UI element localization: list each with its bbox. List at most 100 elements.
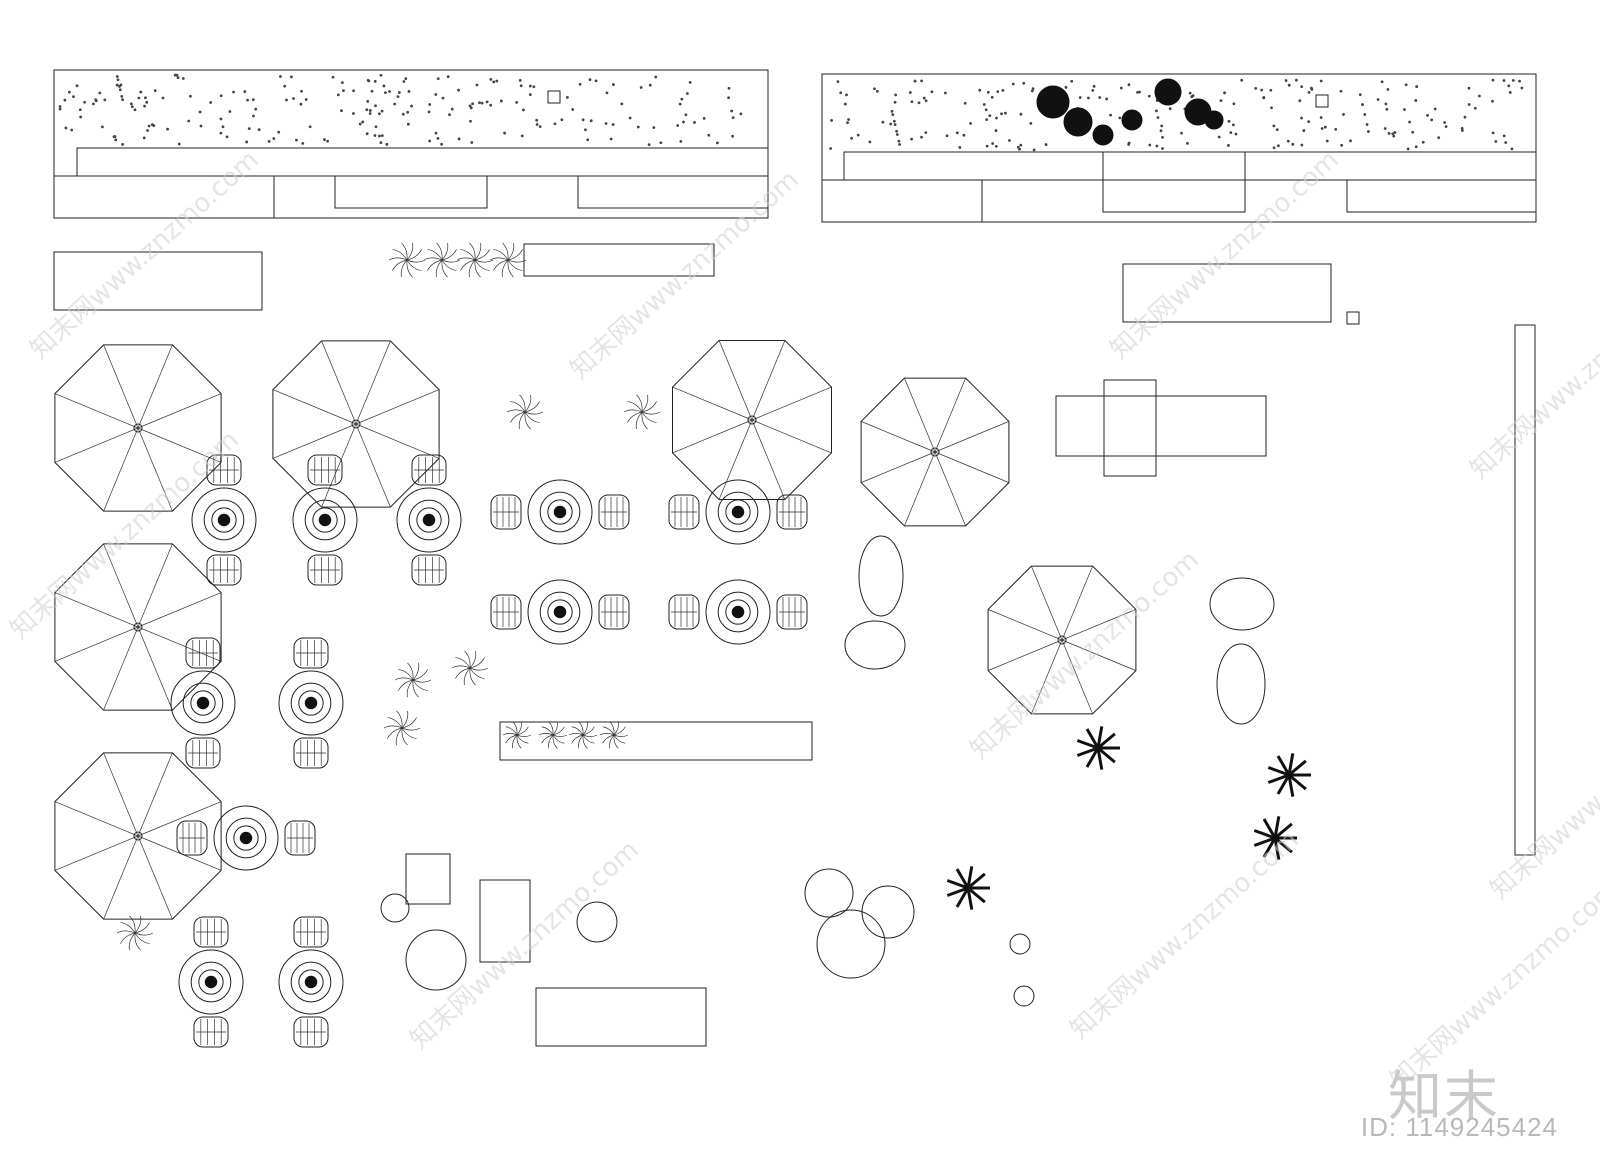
gravel-dot [1391, 132, 1395, 136]
gravel-dot [1349, 139, 1352, 143]
gravel-dot [1001, 89, 1005, 92]
small-square [1346, 311, 1360, 325]
gravel-dot [1323, 125, 1327, 129]
gravel-dot [588, 78, 592, 82]
gravel-dot [290, 75, 293, 79]
gravel-dot [1491, 131, 1495, 135]
gravel-dot [560, 118, 564, 122]
potted-plant-icon [502, 721, 532, 749]
gravel-dot [119, 83, 123, 87]
lounge-chair-icon [176, 820, 208, 856]
long-table-bench [1103, 379, 1157, 477]
gravel-dot [1018, 147, 1021, 151]
gravel-dot [101, 125, 104, 129]
potted-plant-icon [538, 721, 568, 749]
gravel-dot [1298, 99, 1302, 103]
gravel-dot [1491, 99, 1494, 103]
gravel-dot [1087, 96, 1090, 100]
potted-plant-icon [116, 915, 154, 951]
gravel-dot [361, 120, 365, 124]
lounge-chair-icon [206, 554, 242, 586]
gravel-dot [441, 96, 445, 100]
gravel-dot [893, 100, 897, 104]
umbrella-icon [54, 752, 222, 920]
gravel-dot [1232, 102, 1236, 106]
gravel-dot [984, 108, 988, 112]
gravel-dot [1408, 120, 1411, 124]
gravel-dot [532, 85, 536, 89]
gravel-dot [166, 127, 169, 131]
gravel-dot [652, 126, 656, 129]
gravel-dot [181, 77, 185, 80]
stepping-stone [1209, 577, 1275, 631]
potted-plant-icon [506, 394, 544, 430]
gravel-dot [144, 96, 147, 100]
gravel-dot [121, 142, 125, 146]
gravel-dot [225, 135, 229, 139]
gravel-dot [962, 133, 966, 137]
gravel-dot [685, 92, 689, 95]
gravel-dot [693, 121, 696, 124]
gravel-dot [1272, 124, 1276, 128]
gravel-dot [161, 96, 165, 100]
gravel-dot [1507, 84, 1511, 88]
gravel-dot [150, 123, 154, 127]
gravel-dot [891, 113, 895, 117]
gravel-dot [1300, 116, 1303, 120]
sunbed [479, 879, 531, 963]
gravel-dot [1070, 79, 1074, 83]
gravel-dot [715, 141, 719, 145]
watermark-text: 知末网www.znzmo.com [5, 425, 245, 645]
gravel-dot [1011, 82, 1015, 86]
bench-block [821, 179, 983, 223]
gravel-dot [1147, 94, 1151, 98]
round-stool [405, 929, 467, 991]
gravel-dot [1161, 135, 1164, 139]
gravel-dot [1426, 113, 1429, 117]
gravel-dot [370, 89, 374, 93]
gravel-dot [528, 93, 532, 97]
planter-box [523, 243, 715, 277]
gravel-dot [471, 102, 474, 106]
gravel-dot [727, 96, 731, 100]
gravel-dot [434, 93, 438, 96]
gravel-dot [72, 95, 75, 99]
potted-plant-icon [388, 242, 426, 278]
gravel-dot [897, 139, 901, 143]
gravel-dot [1286, 139, 1290, 143]
lounge-chair-icon [307, 554, 343, 586]
gravel-dot [881, 120, 885, 124]
gravel-dot [535, 123, 539, 126]
gravel-dot [730, 109, 734, 113]
gravel-dot [457, 137, 461, 141]
small-square [547, 90, 561, 104]
gravel-dot [847, 118, 850, 121]
gravel-dot [1022, 81, 1026, 85]
potted-plant-icon [383, 710, 421, 746]
gravel-dot [985, 144, 989, 148]
gravel-dot [604, 122, 608, 125]
gravel-dot [873, 87, 876, 91]
gravel-dot [1231, 123, 1235, 127]
gravel-dot [404, 77, 408, 81]
gravel-dot [1219, 99, 1223, 103]
gravel-dot [448, 113, 451, 117]
gravel-dot [1414, 99, 1418, 102]
gravel-dot [308, 125, 312, 129]
gravel-dot [397, 91, 401, 94]
round-table-icon [278, 949, 344, 1015]
gravel-dot [969, 122, 972, 125]
gravel-dot [988, 114, 992, 118]
gravel-dot [1127, 83, 1131, 87]
gravel-dot [1180, 131, 1183, 135]
gravel-dot [739, 112, 743, 116]
gravel-dot [365, 108, 369, 112]
gravel-dot [731, 134, 734, 138]
gravel-dot [688, 80, 692, 84]
gravel-dot [436, 77, 440, 81]
gravel-dot [875, 89, 879, 93]
gravel-dot [177, 142, 181, 146]
gravel-dot [1300, 85, 1304, 89]
gravel-dot [142, 136, 146, 140]
